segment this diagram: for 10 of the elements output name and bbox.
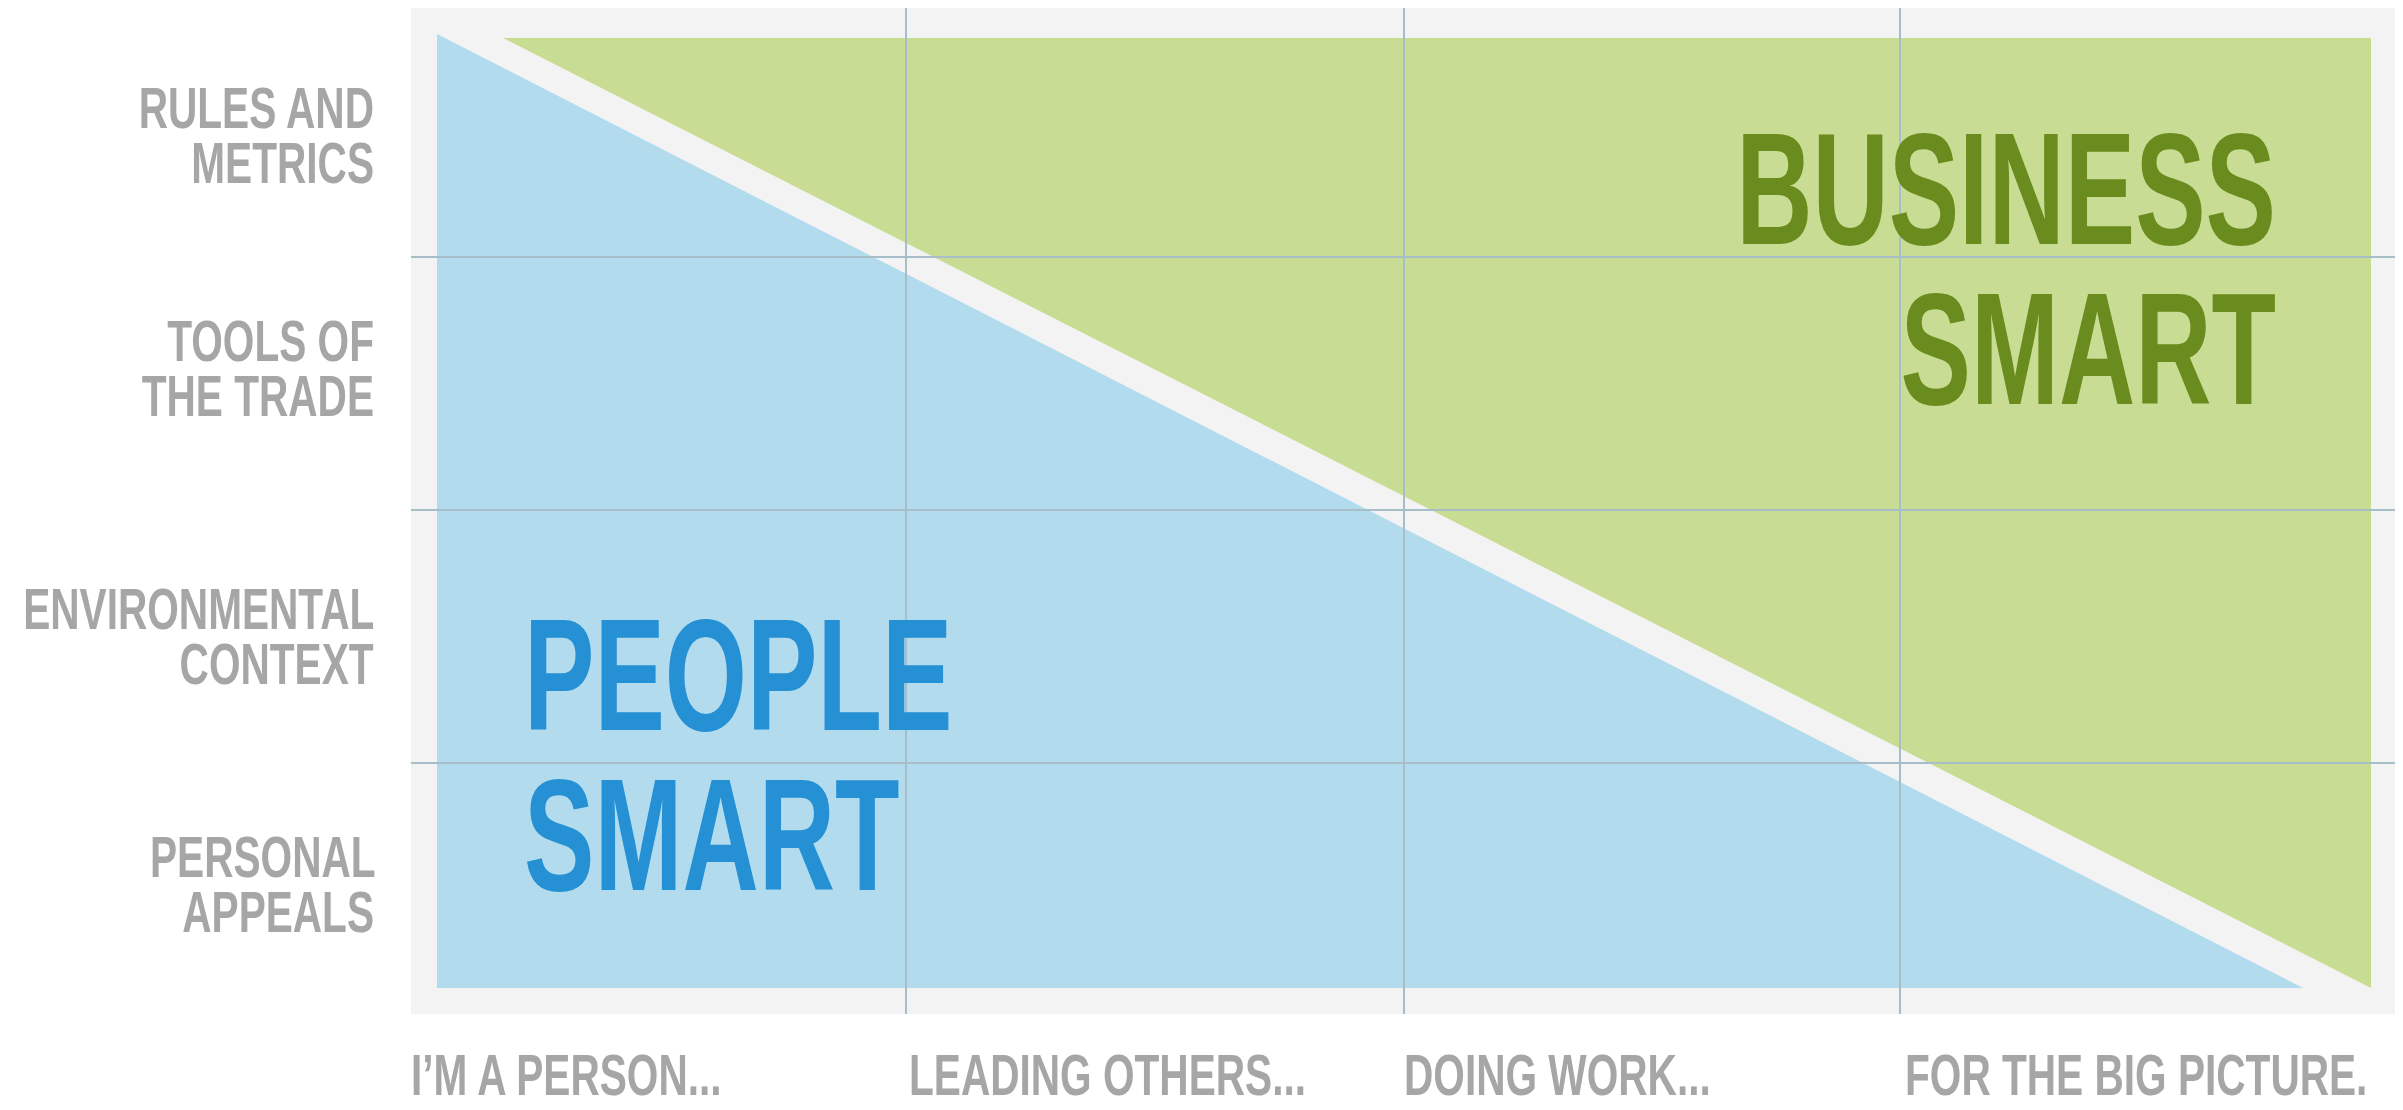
axis-label: PERSONAL APPEALS [150, 829, 374, 939]
region-title: PEOPLE SMART [524, 595, 954, 915]
axis-label: RULES AND METRICS [137, 80, 374, 190]
axis-label: I’M A PERSON... [411, 1047, 722, 1102]
axis-label: DOING WORK... [1404, 1047, 1711, 1102]
region-title: BUSINESS SMART [1735, 109, 2276, 429]
axis-label: FOR THE BIG PICTURE. [1905, 1047, 2368, 1102]
axis-label: ENVIRONMENTAL CONTEXT [23, 581, 374, 691]
axis-label: TOOLS OF THE TRADE [140, 313, 374, 423]
axis-label: LEADING OTHERS... [909, 1047, 1306, 1102]
